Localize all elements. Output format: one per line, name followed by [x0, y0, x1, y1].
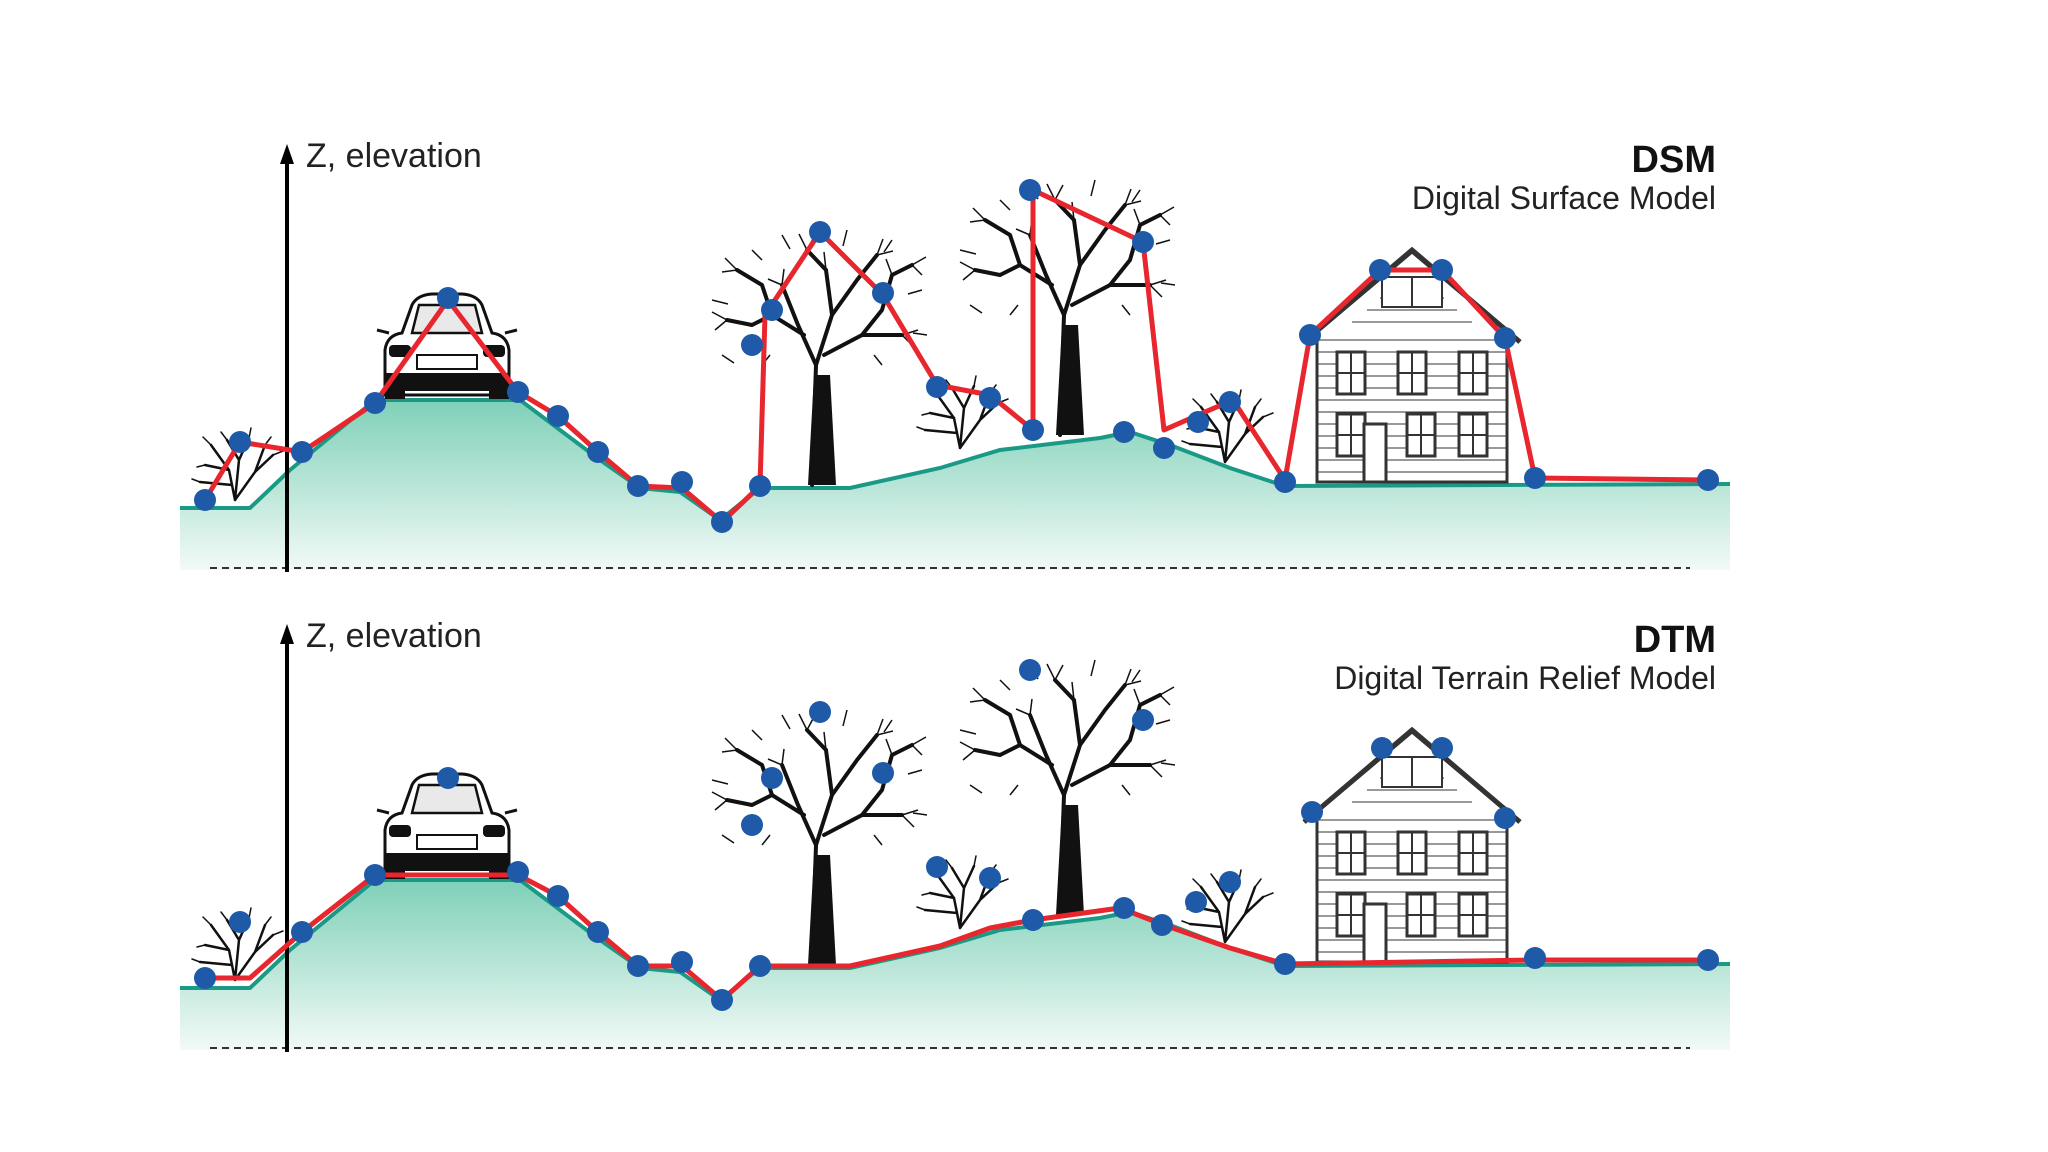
tree-icon — [710, 708, 929, 967]
sample-point — [1274, 471, 1296, 493]
sample-point — [1019, 179, 1041, 201]
sample-point — [1219, 871, 1241, 893]
sample-point — [229, 431, 251, 453]
sample-point — [1369, 259, 1391, 281]
sample-point — [364, 864, 386, 886]
sample-point — [979, 867, 1001, 889]
sample-point — [1301, 801, 1323, 823]
model-name: Digital Terrain Relief Model — [1334, 660, 1716, 696]
sample-point — [1219, 391, 1241, 413]
sample-point — [291, 921, 313, 943]
sample-point — [547, 885, 569, 907]
sample-point — [194, 489, 216, 511]
sample-point — [711, 511, 733, 533]
dsm-sample-points — [194, 179, 1719, 533]
sample-point — [741, 334, 763, 356]
sample-point — [627, 955, 649, 977]
z-axis-label: Z, elevation — [306, 617, 482, 655]
z-axis-arrow-dsm — [280, 144, 294, 164]
sample-point — [437, 287, 459, 309]
sample-point — [711, 989, 733, 1011]
sample-point — [872, 762, 894, 784]
sample-point — [749, 475, 771, 497]
sample-point — [291, 441, 313, 463]
model-abbr: DSM — [1632, 139, 1716, 181]
dtm-sample-points — [194, 659, 1719, 1011]
sample-point — [1113, 897, 1135, 919]
z-axis-label: Z, elevation — [306, 137, 482, 175]
sample-point — [671, 951, 693, 973]
sample-point — [1274, 953, 1296, 975]
panel-dtm: Z, elevation DTM Digital Terrain Relief … — [178, 617, 1732, 1052]
sample-point — [229, 911, 251, 933]
z-axis-arrow-dtm — [280, 624, 294, 644]
sample-point — [979, 387, 1001, 409]
sample-point — [926, 376, 948, 398]
car-icon — [375, 772, 519, 881]
sample-point — [1022, 909, 1044, 931]
house-icon — [1304, 730, 1520, 962]
sample-point — [926, 856, 948, 878]
sample-point — [1185, 891, 1207, 913]
car-icon — [375, 292, 519, 401]
sample-point — [671, 471, 693, 493]
panel-dsm: Z, elevation DSM Digital Surface Model — [178, 137, 1732, 572]
model-abbr: DTM — [1634, 619, 1716, 661]
sample-point — [587, 921, 609, 943]
sample-point — [1494, 327, 1516, 349]
sample-point — [1113, 421, 1135, 443]
sample-point — [1153, 437, 1175, 459]
sample-point — [587, 441, 609, 463]
sample-point — [872, 282, 894, 304]
house-icon — [1304, 250, 1520, 482]
sample-point — [1524, 467, 1546, 489]
sample-point — [809, 701, 831, 723]
sample-point — [507, 381, 529, 403]
sample-point — [1371, 737, 1393, 759]
sample-point — [1697, 949, 1719, 971]
sample-point — [741, 814, 763, 836]
sample-point — [1494, 807, 1516, 829]
sample-point — [437, 767, 459, 789]
sample-point — [1132, 231, 1154, 253]
sample-point — [1299, 324, 1321, 346]
sample-point — [507, 861, 529, 883]
sample-point — [1431, 737, 1453, 759]
sample-point — [1431, 259, 1453, 281]
sample-point — [364, 392, 386, 414]
sample-point — [1132, 709, 1154, 731]
sample-point — [1019, 659, 1041, 681]
sample-point — [1022, 419, 1044, 441]
sample-point — [627, 475, 649, 497]
sample-point — [1151, 914, 1173, 936]
sample-point — [547, 405, 569, 427]
model-name: Digital Surface Model — [1412, 180, 1716, 216]
sample-point — [1697, 469, 1719, 491]
sample-point — [194, 967, 216, 989]
sample-point — [809, 221, 831, 243]
sample-point — [1524, 947, 1546, 969]
sample-point — [749, 955, 771, 977]
surface-profile-line — [202, 187, 1711, 525]
sample-point — [761, 299, 783, 321]
sample-point — [1187, 411, 1209, 433]
sample-point — [761, 767, 783, 789]
tree-icon — [710, 228, 929, 487]
